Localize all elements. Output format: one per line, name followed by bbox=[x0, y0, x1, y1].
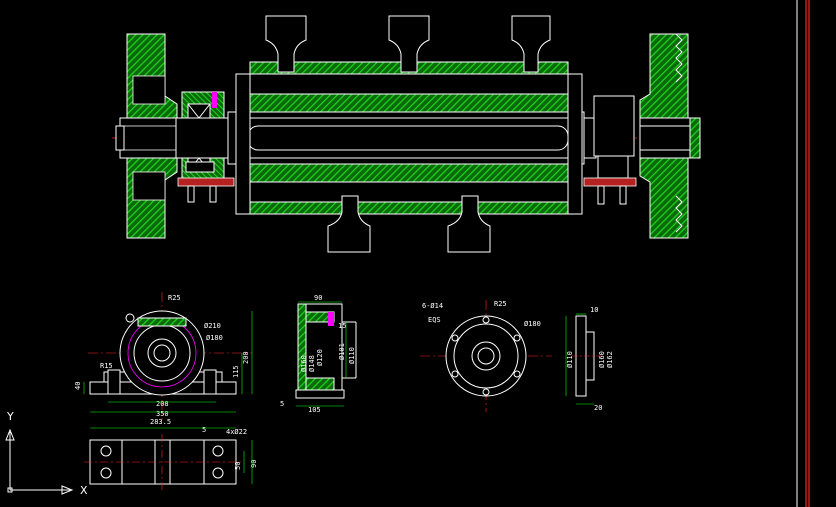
ucs-y-label: Y bbox=[6, 410, 14, 423]
label-w350: 350 bbox=[156, 410, 169, 418]
bottom-blades bbox=[327, 195, 491, 253]
label-s-d120: Ø120 bbox=[316, 349, 324, 366]
flange-side-dimension-lines bbox=[565, 313, 594, 405]
label-s-w105: 105 bbox=[308, 406, 321, 414]
main-assembly-view[interactable] bbox=[112, 15, 701, 253]
label-holes: 4xØ22 bbox=[226, 428, 247, 436]
top-blades bbox=[265, 15, 551, 73]
label-s-d148: Ø148 bbox=[308, 355, 316, 372]
label-s-d110: Ø110 bbox=[348, 347, 356, 364]
label-s-d160: Ø160 bbox=[300, 355, 308, 372]
housing-section-view[interactable]: 90 105 15 Ø160 Ø148 Ø120 Ø110 Ø101 5 bbox=[280, 294, 357, 414]
section-dimension-lines bbox=[296, 301, 347, 407]
label-h200: 200 bbox=[242, 351, 250, 364]
label-f-r25: R25 bbox=[494, 300, 507, 308]
label-fs-d110: Ø110 bbox=[566, 351, 574, 368]
ucs-x-label: X bbox=[80, 484, 88, 497]
label-v90: 90 bbox=[250, 460, 258, 468]
label-f-holes: 6-Ø14 bbox=[422, 302, 443, 310]
flange-side-view[interactable]: 10 Ø110 Ø160 Ø162 20 bbox=[565, 306, 614, 412]
label-d210: Ø210 bbox=[204, 322, 221, 330]
label-h115: 115 bbox=[232, 365, 240, 378]
frame-border bbox=[796, 0, 810, 507]
label-s-w90: 90 bbox=[314, 294, 322, 302]
label-f-eqs: EQS bbox=[428, 316, 441, 324]
left-pulley bbox=[115, 33, 183, 239]
flange-front-view[interactable]: 6-Ø14 EQS R25 Ø180 bbox=[420, 300, 552, 412]
label-s15: 15 bbox=[338, 322, 346, 330]
label-r15: R15 bbox=[100, 362, 113, 370]
label-w283: 283.5 bbox=[150, 418, 171, 426]
label-fs-t20: 20 bbox=[594, 404, 602, 412]
plan-dimension-lines bbox=[90, 427, 253, 484]
ucs-icon: Y X bbox=[5, 410, 88, 497]
label-f-d180: Ø180 bbox=[524, 320, 541, 328]
label-w208: 208 bbox=[156, 400, 169, 408]
right-pulley bbox=[639, 33, 701, 239]
label-s5: 5 bbox=[280, 400, 284, 408]
label-fs-d162: Ø162 bbox=[606, 351, 614, 368]
label-fs-t10: 10 bbox=[590, 306, 598, 314]
label-fs-d160: Ø160 bbox=[598, 351, 606, 368]
right-bearing-housing bbox=[583, 95, 637, 205]
front-dimension-lines bbox=[83, 311, 253, 413]
bearing-base-plan-view[interactable]: 283.5 4xØ22 5 50 90 bbox=[84, 418, 258, 492]
label-v50: 50 bbox=[234, 462, 242, 470]
flange-bolt-holes bbox=[451, 316, 521, 396]
label-v5: 5 bbox=[202, 426, 206, 434]
label-r25: R25 bbox=[168, 294, 181, 302]
label-d180: Ø180 bbox=[206, 334, 223, 342]
bearing-base-front-view[interactable]: R25 Ø210 Ø180 R15 200 115 40 208 350 bbox=[74, 292, 253, 420]
label-s-d101: Ø101 bbox=[338, 343, 346, 360]
label-h40: 40 bbox=[74, 382, 82, 390]
